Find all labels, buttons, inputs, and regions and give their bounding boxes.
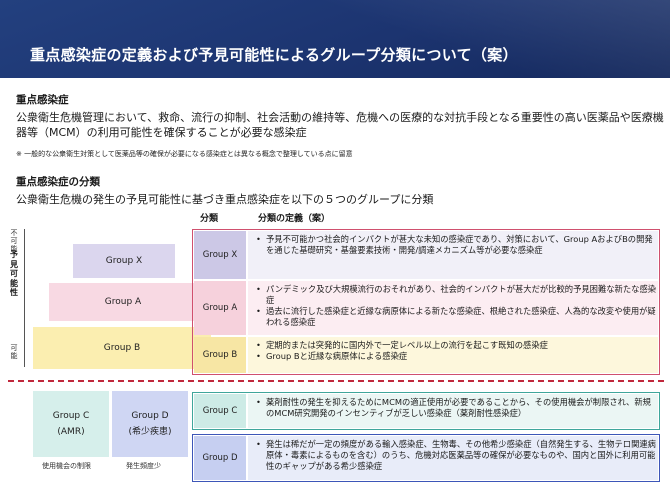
definition-note: ※ 一般的な公衆衛生対策として医薬品等の確保が必要になる感染症とは異なる概念で整…: [16, 150, 353, 158]
pyramid-group-b: Group B: [33, 327, 211, 369]
group-c-border: [192, 392, 660, 430]
column-header-group: 分類: [200, 214, 219, 224]
axis-label-predictability: 予見可能性: [10, 250, 18, 297]
definition-item: 発生は稀だが一定の頻度がある輸入感染症、生物毒、その他希少感染症（自然発生する、…: [256, 439, 658, 472]
predictability-axis-line: [24, 229, 25, 367]
classification-description: 公衆衛生危機の発生の予見可能性に基づき重点感染症を以下の５つのグループに分類: [16, 193, 434, 206]
group-definition-c: 薬剤耐性の発生を抑えるためにMCMの適正使用が必要であることから、その使用機会が…: [248, 394, 658, 428]
group-label-c: Group C: [194, 394, 246, 428]
box-group-d: Group D (希少疾患): [112, 391, 188, 457]
axis-label-unpredictable: 不可能: [10, 229, 18, 253]
definition-item: 薬剤耐性の発生を抑えるためにMCMの適正使用が必要であることから、その使用機会が…: [256, 397, 658, 419]
group-label-a: Group A: [194, 281, 246, 335]
priority-infections-definition: 公衆衛生危機管理において、救命、流行の抑制、社会活動の維持等、危機への医療的な対…: [16, 111, 664, 139]
definition-item: Group Bと近縁な病原体による感染症: [256, 351, 658, 362]
section-title-classification: 重点感染症の分類: [16, 176, 100, 188]
definition-item: 過去に流行した感染症と近縁な病原体による新たな感染症、根絶された感染症、人為的な…: [256, 306, 658, 328]
definition-item: 予見不可能かつ社会的インパクトが甚大な未知の感染症であり、対策において、Grou…: [256, 234, 658, 256]
box-group-c: Group C (AMR): [33, 391, 109, 457]
group-label-b: Group B: [194, 337, 246, 373]
group-definition-x: 予見不可能かつ社会的インパクトが甚大な未知の感染症であり、対策において、Grou…: [248, 231, 658, 279]
group-definition-d: 発生は稀だが一定の頻度がある輸入感染症、生物毒、その他希少感染症（自然発生する、…: [248, 436, 658, 480]
group-definition-b: 定期的または突発的に国内外で一定レベル以上の流行を起こす既知の感染症 Group…: [248, 337, 658, 373]
box-group-c-subtitle: (AMR): [57, 427, 85, 437]
pyramid-group-a: Group A: [49, 283, 197, 321]
page-title: 重点感染症の定義および予見可能性によるグループ分類について（案）: [30, 46, 518, 64]
dashed-separator: [8, 380, 664, 382]
group-label-d: Group D: [194, 436, 246, 480]
banner-shade: [0, 0, 670, 78]
definition-item: パンデミック及び大規模流行のおそれがあり、社会的インパクトが甚大だが比較的予見困…: [256, 284, 658, 306]
group-definition-a: パンデミック及び大規模流行のおそれがあり、社会的インパクトが甚大だが比較的予見困…: [248, 281, 658, 335]
box-group-d-subtitle: (希少疾患): [128, 427, 172, 437]
title-banner: 重点感染症の定義および予見可能性によるグループ分類について（案）: [0, 0, 670, 78]
box-group-d-title: Group D: [131, 411, 169, 421]
column-header-definition: 分類の定義（案）: [258, 214, 331, 224]
caption-limited-use: 使用機会の制限: [42, 462, 91, 470]
group-label-x: Group X: [194, 231, 246, 279]
axis-label-predictable: 可能: [10, 344, 18, 360]
section-title-priority-infections: 重点感染症: [16, 94, 69, 106]
box-group-c-title: Group C: [52, 411, 90, 421]
caption-low-frequency: 発生頻度少: [126, 462, 161, 470]
definition-item: 定期的または突発的に国内外で一定レベル以上の流行を起こす既知の感染症: [256, 340, 658, 351]
group-d-border: [192, 434, 660, 482]
pyramid-group-x: Group X: [73, 244, 175, 278]
groups-xab-border: [192, 229, 660, 375]
